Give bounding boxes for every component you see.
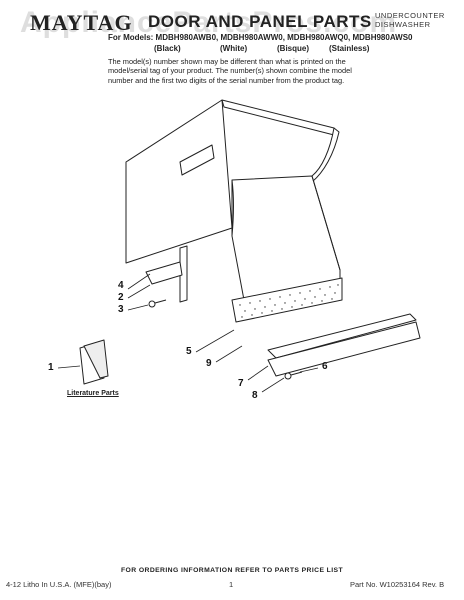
top-panel (221, 99, 335, 136)
product-type-line2: DISHWASHER (375, 20, 431, 29)
callout-9: 9 (206, 358, 212, 369)
brand-logo: MAYTAG (30, 10, 133, 35)
trim-rail-lower (267, 321, 421, 377)
model-list: For Models: MDBH980AWB0, MDBH980AWW0, MD… (108, 33, 413, 42)
hinge-bracket (145, 261, 183, 285)
model-note: The model(s) number shown may be differe… (108, 57, 352, 85)
product-type: UNDERCOUNTER DISHWASHER (375, 11, 445, 29)
page-title: DOOR AND PANEL PARTS (148, 12, 372, 31)
color-bisque: (Bisque) (277, 44, 309, 53)
watermark: AppliancePartsPros.com (20, 6, 398, 39)
insulation-texture (239, 284, 339, 318)
footer-litho: 4-12 Litho In U.S.A. (MFE)(bay) (6, 580, 112, 589)
callout-7: 7 (238, 378, 244, 389)
callout-2: 2 (118, 292, 124, 303)
callout-1: 1 (48, 362, 54, 373)
product-type-line1: UNDERCOUNTER (375, 11, 445, 20)
trim-rail-upper (267, 313, 417, 359)
callout-5: 5 (186, 346, 192, 357)
screw-left (148, 300, 156, 308)
side-panel-vent (179, 144, 215, 176)
screw-right (284, 372, 292, 380)
part-number: Part No. W10253164 Rev. B (350, 580, 445, 589)
color-stainless: (Stainless) (329, 44, 370, 53)
page-number: 1 (229, 580, 234, 589)
callout-6: 6 (322, 361, 328, 372)
front-panel-edge (231, 179, 234, 237)
mounting-bracket (179, 245, 188, 303)
side-panel (125, 99, 233, 264)
callout-3: 3 (118, 304, 124, 315)
literature-parts-label: Literature Parts (67, 390, 119, 397)
color-black: (Black) (154, 44, 181, 53)
callout-4: 4 (118, 280, 124, 291)
rear-flange (311, 127, 340, 183)
callout-8: 8 (252, 390, 258, 401)
ordering-info: FOR ORDERING INFORMATION REFER TO PARTS … (120, 567, 344, 574)
color-white: (White) (220, 44, 248, 53)
kickplate-insulation (231, 277, 343, 323)
